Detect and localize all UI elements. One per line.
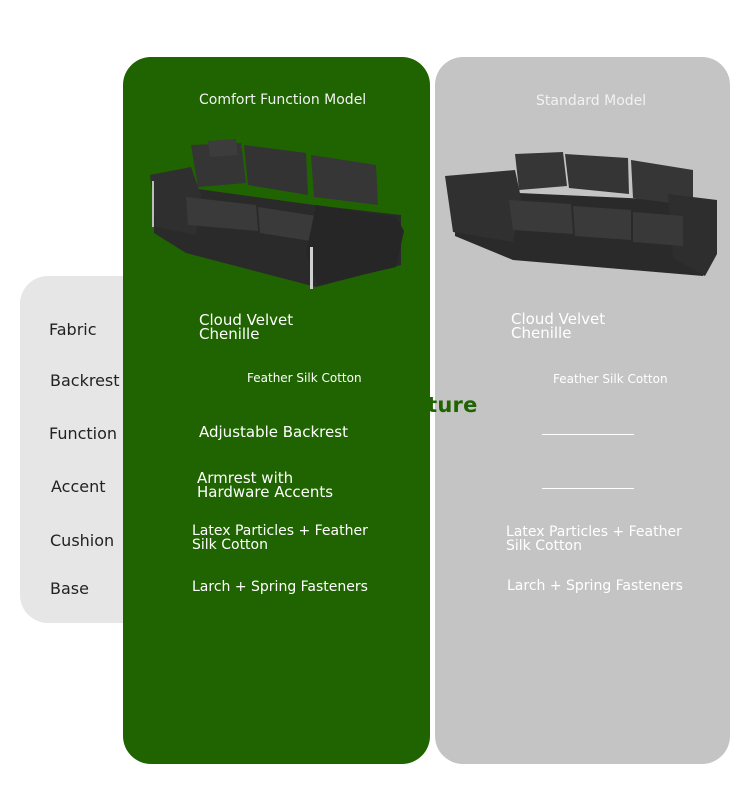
standard-fabric-line-1: Cloud Velvet [511,310,606,328]
label-function: Function [49,424,118,443]
comfort-fabric-line-1: Cloud Velvet [199,311,294,329]
comfort-cushion-value: Latex Particles + Feather Silk Cotton [192,524,368,552]
comfort-cushion-line-2: Silk Cotton [192,537,268,553]
standard-cushion-line-1: Latex Particles + Feather [506,524,682,540]
watermark-faint-text: Tianxuan [248,393,366,417]
standard-backrest-value: Feather Silk Cotton [553,372,668,386]
standard-fabric-line-2: Chenille [511,324,572,342]
comfort-accent-line-1: Armrest with [197,469,294,487]
comfort-base-value: Larch + Spring Fasteners [192,579,368,595]
standard-cushion-value: Latex Particles + Feather Silk Cotton [506,525,682,553]
standard-fabric-value: Cloud Velvet Chenille [511,310,606,342]
comfort-function-value: Adjustable Backrest [199,423,348,441]
standard-function-value-dash [542,434,634,435]
comfort-accent-value: Armrest with Hardware Accents [197,469,334,501]
label-fabric: Fabric [49,320,97,339]
label-cushion: Cushion [50,531,115,550]
comfort-fabric-line-2: Chenille [199,325,260,343]
comfort-fabric-value: Cloud Velvet Chenille [199,311,294,343]
label-base: Base [50,579,89,598]
label-backrest: Backrest [50,371,120,390]
comfort-model-title: Comfort Function Model [199,92,367,108]
brand-watermark: Tianxuan Furniture [248,393,478,417]
comfort-backrest-value: Feather Silk Cotton [247,371,362,385]
watermark-visible-text: Furniture [365,393,478,417]
standard-accent-value-dash [542,488,634,489]
comfort-accent-line-2: Hardware Accents [197,483,334,501]
standard-cushion-line-2: Silk Cotton [506,538,582,554]
label-accent: Accent [51,477,106,496]
standard-model-title: Standard Model [536,93,647,109]
standard-base-value: Larch + Spring Fasteners [507,578,683,594]
sofa-standard-image [445,152,717,276]
sofa-comfort-image [150,139,404,289]
comfort-cushion-line-1: Latex Particles + Feather [192,523,368,539]
